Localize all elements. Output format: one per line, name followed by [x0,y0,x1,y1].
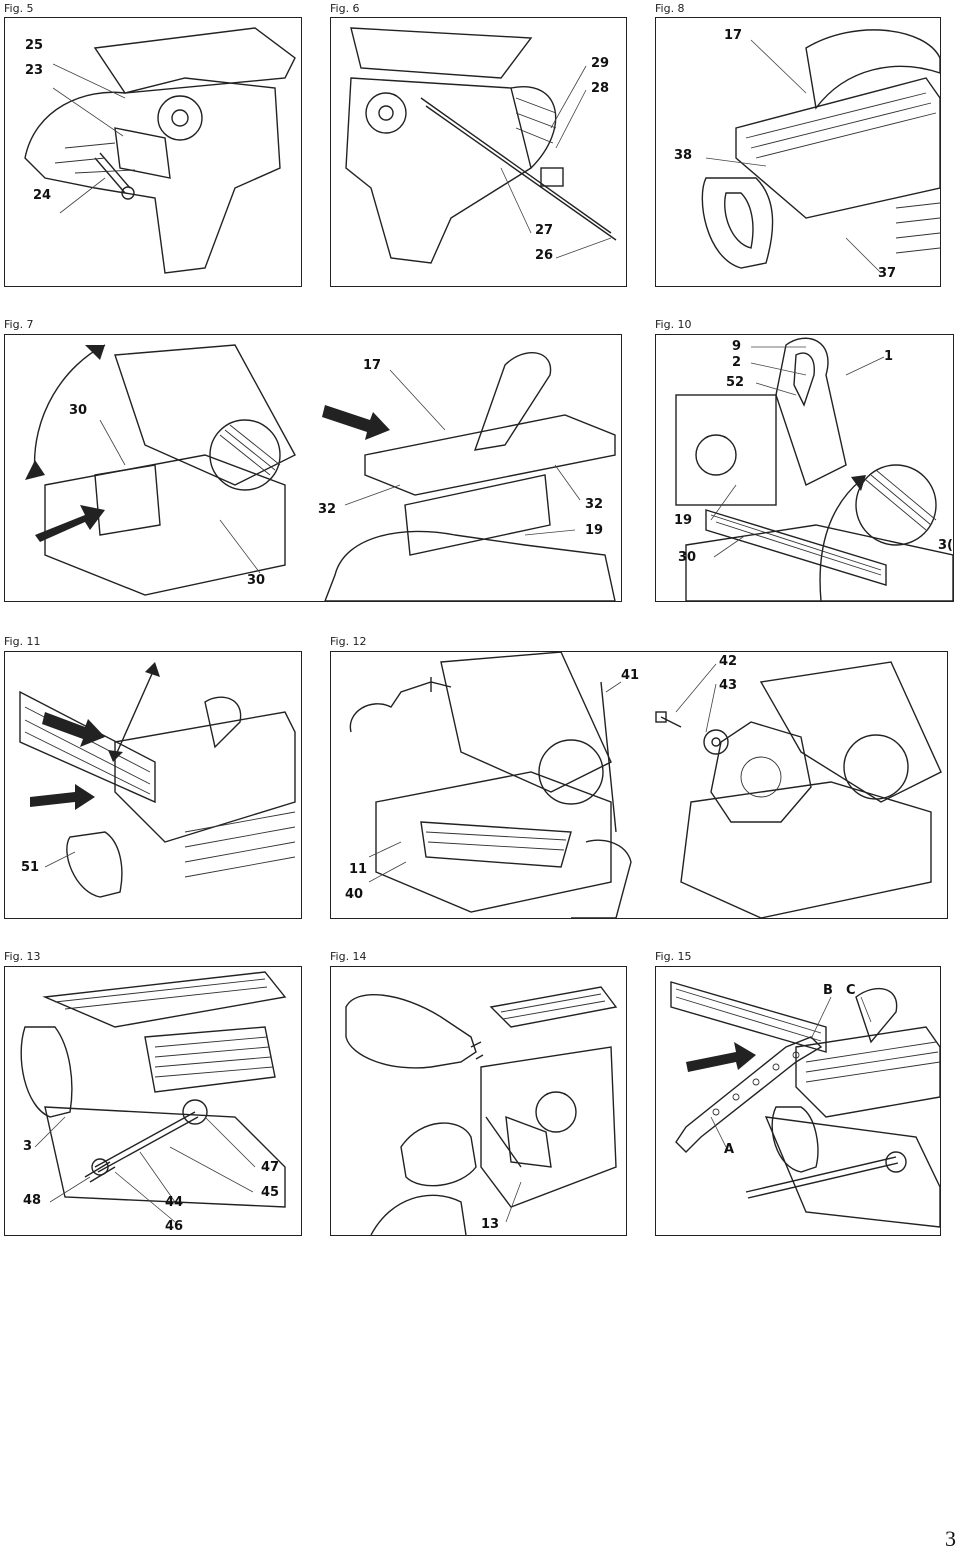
fig14-illustration: 13 [330,966,627,1236]
saw-mitre-cut-drawing [675,337,953,601]
saw-table-guard-drawing [701,29,940,274]
fig13-label-48: 48 [23,1193,42,1208]
fig8-label-38: 38 [674,148,693,163]
fig12-illustration: 41 11 40 42 43 [330,651,948,919]
fig14-label-13: 13 [481,1217,500,1232]
fig11-label-51: 51 [21,860,40,875]
fig10-label-30: 30 [678,550,697,565]
fig10-illustration: 9 2 52 1 19 30 3( [655,334,954,602]
fig13-label-44: 44 [165,1195,184,1210]
fig6-caption: Fig. 6 [330,2,360,15]
fig10-label-52: 52 [726,375,745,390]
saw-blade-change-drawing [349,652,942,918]
fig10-label-30-cut: 3( [938,538,953,553]
fig10-label-9: 9 [732,339,742,354]
fig15-label-C: C [846,983,856,998]
fig12-label-11: 11 [349,862,368,877]
mitre-saw-stop-rod-drawing [345,27,617,264]
fig10-caption: Fig. 10 [655,318,692,331]
fig8-label-37: 37 [878,266,897,281]
fig5-label-25: 25 [25,38,44,53]
fig15-label-A: A [724,1142,735,1157]
fig12-caption: Fig. 12 [330,635,367,648]
saw-lubrication-drawing [345,986,618,1235]
fig6-label-26: 26 [535,248,554,263]
fig12-label-41: 41 [621,668,640,683]
saw-table-rip-cut-drawing [19,662,296,898]
fig6-label-28: 28 [591,81,610,96]
fig14-caption: Fig. 14 [330,950,367,963]
fig6-label-27: 27 [535,223,554,238]
fig8-caption: Fig. 8 [655,2,685,15]
fig13-illustration: 3 47 45 48 44 46 [4,966,302,1236]
fig15-label-B: B [823,983,833,998]
fig13-label-47: 47 [261,1160,280,1175]
fig10-label-2: 2 [732,355,742,370]
saw-clamp-assembly-drawing [20,971,287,1223]
fig5-label-24: 24 [33,188,52,203]
mitre-saw-lock-drawing [24,27,296,274]
page-number: 3 [945,1526,956,1551]
fig7-label-17: 17 [363,358,382,373]
saw-extension-bracket-drawing [670,981,940,1228]
fig15-caption: Fig. 15 [655,950,692,963]
fig5-caption: Fig. 5 [4,2,34,15]
fig11-caption: Fig. 11 [4,635,41,648]
fig7-illustration: 30 30 17 32 32 19 [4,334,622,602]
fig7-label-32-right: 32 [585,497,604,512]
fig12-label-42: 42 [719,654,738,669]
fig7-label-30-bottom: 30 [247,573,266,588]
fig6-illustration: 29 28 27 26 [330,17,627,287]
fig5-illustration: 25 23 24 [4,17,302,287]
fig8-illustration: 17 38 37 [655,17,941,287]
fig6-label-29: 29 [591,56,610,71]
fig13-label-3: 3 [23,1139,33,1154]
saw-fence-adjustment-drawing [25,344,616,601]
fig12-label-43: 43 [719,678,738,693]
fig8-label-17: 17 [724,28,743,43]
fig10-label-19: 19 [674,513,693,528]
fig7-caption: Fig. 7 [4,318,34,331]
fig15-illustration: B C A [655,966,941,1236]
fig5-label-23: 23 [25,63,44,78]
fig13-label-46: 46 [165,1219,184,1234]
fig13-caption: Fig. 13 [4,950,41,963]
fig12-label-40: 40 [345,887,364,902]
fig11-illustration: 51 [4,651,302,919]
fig7-label-19: 19 [585,523,604,538]
fig7-label-30-top: 30 [69,403,88,418]
fig7-label-32-left: 32 [318,502,337,517]
fig10-label-1: 1 [884,349,894,364]
fig13-label-45: 45 [261,1185,280,1200]
